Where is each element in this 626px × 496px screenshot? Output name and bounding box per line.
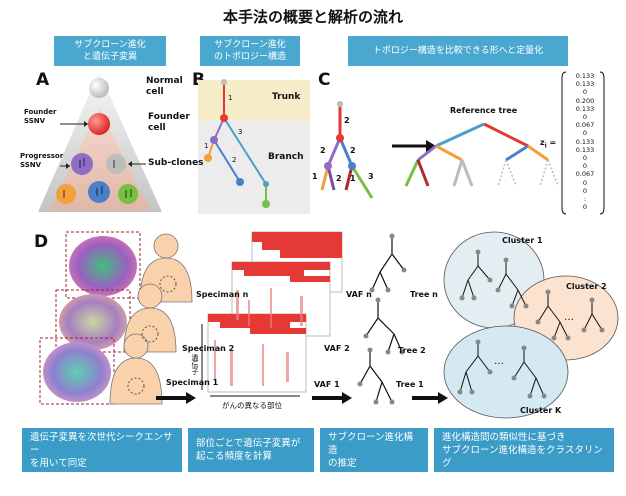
edge-label: 2 — [350, 146, 356, 155]
site-axis-label: がんの異なる部位 — [222, 401, 282, 410]
edge-label: 2 — [320, 146, 326, 155]
panel-c-figure — [320, 71, 605, 215]
vector-entry: 0.200 — [575, 96, 595, 105]
edge-label: 2 — [232, 156, 237, 164]
vector-entry: 0 — [582, 186, 588, 195]
specimen-label: Speciman 2 — [182, 344, 235, 353]
vaf-label: VAF 1 — [314, 380, 340, 389]
panel-a-figure — [38, 72, 162, 212]
vaf-label: VAF n — [346, 290, 372, 299]
vector-entry: 0 — [582, 154, 588, 163]
tree-label: Tree n — [410, 290, 438, 299]
vector-entry: 0 — [582, 88, 588, 97]
footer-step-4: 進化構造間の類似性に基づき サブクローン進化構造をクラスタリング — [434, 428, 614, 472]
founder-cell-label: Founder cell — [148, 112, 190, 133]
specimen-label: Speciman n — [196, 290, 249, 299]
vector-entry: 0.133 — [575, 72, 595, 80]
vaf-label: VAF 2 — [324, 344, 350, 353]
header-b: サブクローン進化 のトポロジー構造 — [200, 36, 300, 66]
vector-entry: 0 — [582, 203, 588, 212]
tree-label: Tree 1 — [396, 380, 424, 389]
panel-d-letter: D — [34, 232, 49, 252]
footer-step-2: 部位ごとで遺伝子変異が 起こる頻度を計算 — [188, 428, 314, 472]
cluster-k-ellipse — [443, 325, 569, 419]
subclone-blue — [88, 181, 110, 203]
edge-label: 2 — [344, 116, 350, 125]
vector-entry: 0.133 — [575, 137, 595, 146]
subclone-purple — [71, 153, 93, 175]
sub-clones-label: Sub-clones — [148, 158, 204, 168]
normal-cell-label: Normal cell — [146, 76, 183, 97]
vector-entry: 0.133 — [575, 104, 595, 113]
panel-c-letter: C — [318, 70, 331, 90]
panel-a-letter: A — [36, 70, 50, 90]
cluster-label: Cluster K — [520, 406, 562, 415]
branch-label: Branch — [268, 152, 304, 162]
specimen-label: Speciman 1 — [166, 378, 219, 387]
subclone-orange — [56, 184, 76, 204]
subclone-green — [118, 184, 138, 204]
vector-entry: 0 — [582, 162, 588, 171]
subclone-grey — [106, 154, 126, 174]
trunk-label: Trunk — [272, 92, 301, 102]
edge-label: 1 — [228, 94, 233, 102]
vector-entry: 0 — [582, 113, 588, 122]
edge-label: 2 — [336, 174, 342, 183]
footer-step-1: 遺伝子変異を次世代シークエンサー を用いて同定 — [22, 428, 182, 472]
vector-entry: 0.067 — [575, 121, 595, 130]
gene-axis-label: 遺伝子 — [191, 354, 199, 375]
vector-entry: 0 — [582, 129, 588, 138]
header-a: サブクローン進化 と遺伝子変異 — [54, 36, 166, 66]
ellipsis: … — [494, 356, 504, 367]
normal-cell — [89, 78, 109, 98]
vector-entry: 0.067 — [575, 170, 595, 179]
vector-entry: 0.133 — [575, 80, 595, 89]
footer-step-3: サブクローン進化構造 の推定 — [320, 428, 428, 472]
vector-entry: 0.133 — [575, 145, 595, 154]
edge-label: 3 — [238, 128, 243, 136]
vector-entry: 0 — [582, 178, 588, 187]
panel-b-figure — [198, 79, 310, 214]
founder-cell — [88, 113, 110, 135]
founder-ssnv-label: Founder SSNV — [24, 108, 57, 125]
vector-entry: : — [583, 195, 587, 204]
ellipsis: … — [564, 312, 574, 323]
panel-d-figure — [39, 231, 619, 419]
edge-label: 1 — [312, 172, 318, 181]
edge-label: 3 — [368, 172, 374, 181]
edge-label: 1 — [204, 142, 209, 150]
progressor-ssnv-label: Progressor SSNV — [20, 152, 64, 169]
vector-label: zi = — [540, 138, 557, 150]
cluster-label: Cluster 1 — [502, 236, 543, 245]
trunk-region — [198, 80, 310, 120]
header-c: トポロジー構造を比較できる形へと定量化 — [348, 36, 568, 66]
tree-label: Tree 2 — [398, 346, 426, 355]
cluster-label: Cluster 2 — [566, 282, 607, 291]
reference-tree-label: Reference tree — [450, 106, 518, 115]
page-title: 本手法の概要と解析の流れ — [222, 8, 403, 26]
edge-label: 1 — [350, 174, 356, 183]
